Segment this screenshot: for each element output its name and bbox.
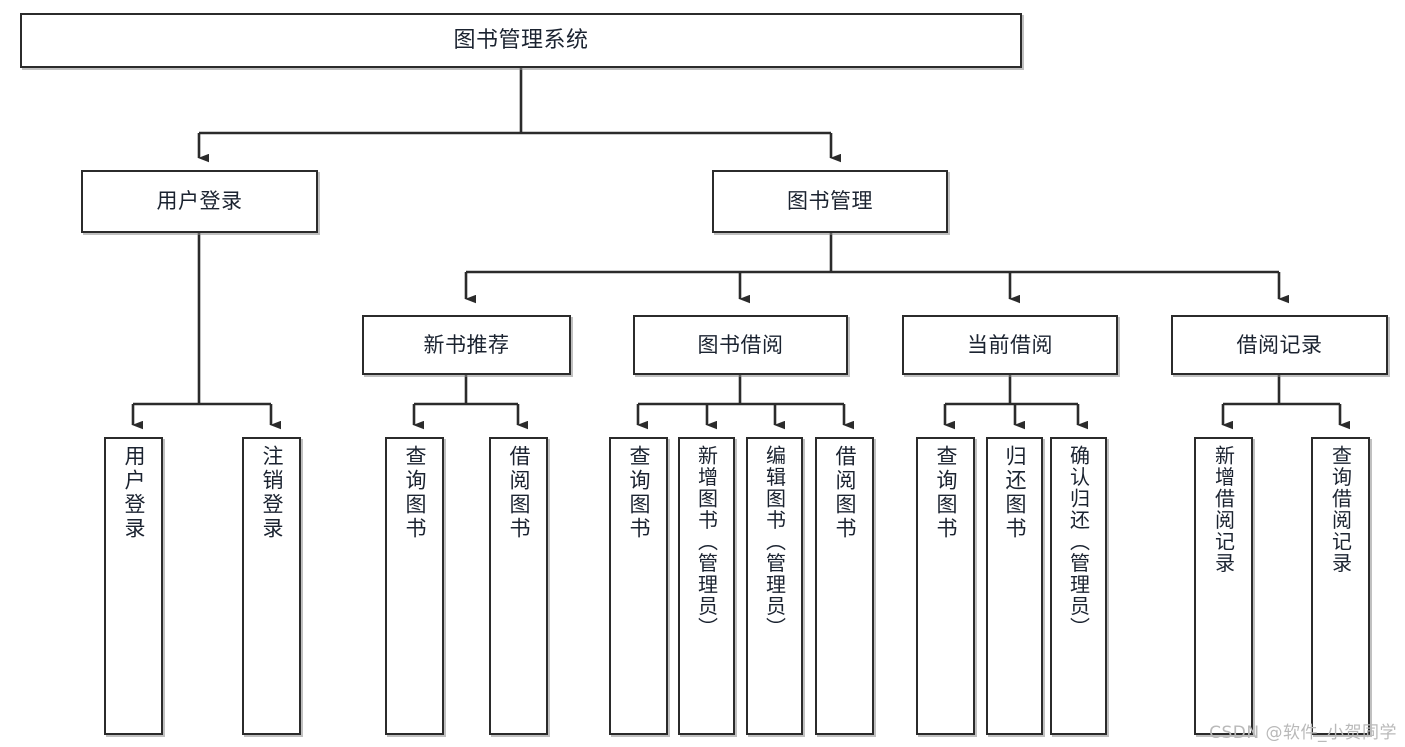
node-label: 注销登录 (260, 445, 284, 541)
node-label: 用户登录 (122, 445, 146, 541)
node-label: 新增借阅记录 (1211, 445, 1236, 574)
node-label: 确认归还（管理员） (1066, 445, 1091, 639)
leaf-query-book-current[interactable]: 查询图书 (916, 437, 975, 735)
node-label: 图书管理 (787, 189, 873, 214)
node-label: 新书推荐 (423, 332, 510, 357)
leaf-borrow-book-recommendation[interactable]: 借阅图书 (489, 437, 548, 735)
node-book-management[interactable]: 图书管理 (712, 170, 948, 233)
leaf-logout-login[interactable]: 注销登录 (242, 437, 301, 735)
node-label: 当前借阅 (967, 332, 1053, 357)
node-label: 新增图书（管理员） (694, 445, 719, 639)
node-label: 借阅图书 (507, 445, 531, 541)
leaf-query-book-borrowing[interactable]: 查询图书 (609, 437, 668, 735)
node-label: 查询图书 (627, 445, 651, 541)
node-new-book-recommendation[interactable]: 新书推荐 (362, 315, 571, 375)
node-root-book-management-system[interactable]: 图书管理系统 (20, 13, 1022, 68)
node-user-login[interactable]: 用户登录 (81, 170, 318, 233)
node-label: 借阅记录 (1236, 332, 1323, 357)
leaf-confirm-return-admin[interactable]: 确认归还（管理员） (1050, 437, 1107, 735)
node-current-borrowing[interactable]: 当前借阅 (902, 315, 1118, 375)
leaf-edit-book-admin[interactable]: 编辑图书（管理员） (746, 437, 803, 735)
leaf-return-book[interactable]: 归还图书 (986, 437, 1043, 735)
leaf-add-borrow-record[interactable]: 新增借阅记录 (1194, 437, 1253, 735)
node-label: 查询借阅记录 (1328, 445, 1353, 574)
node-label: 查询图书 (403, 445, 427, 541)
csdn-watermark: CSDN @软件_小贺同学 (1209, 723, 1397, 743)
node-label: 查询图书 (934, 445, 958, 541)
leaf-user-login[interactable]: 用户登录 (104, 437, 163, 735)
node-book-borrowing[interactable]: 图书借阅 (633, 315, 848, 375)
node-label: 借阅图书 (833, 445, 857, 541)
node-label: 图书管理系统 (453, 27, 589, 53)
leaf-borrow-book-borrowing[interactable]: 借阅图书 (815, 437, 874, 735)
node-label: 图书借阅 (697, 332, 784, 357)
leaf-query-book-recommendation[interactable]: 查询图书 (385, 437, 444, 735)
node-borrowing-record[interactable]: 借阅记录 (1171, 315, 1388, 375)
node-label: 归还图书 (1003, 445, 1027, 541)
leaf-query-borrow-record[interactable]: 查询借阅记录 (1311, 437, 1370, 735)
node-label: 编辑图书（管理员） (762, 445, 787, 639)
leaf-add-book-admin[interactable]: 新增图书（管理员） (678, 437, 735, 735)
node-label: 用户登录 (156, 189, 243, 214)
